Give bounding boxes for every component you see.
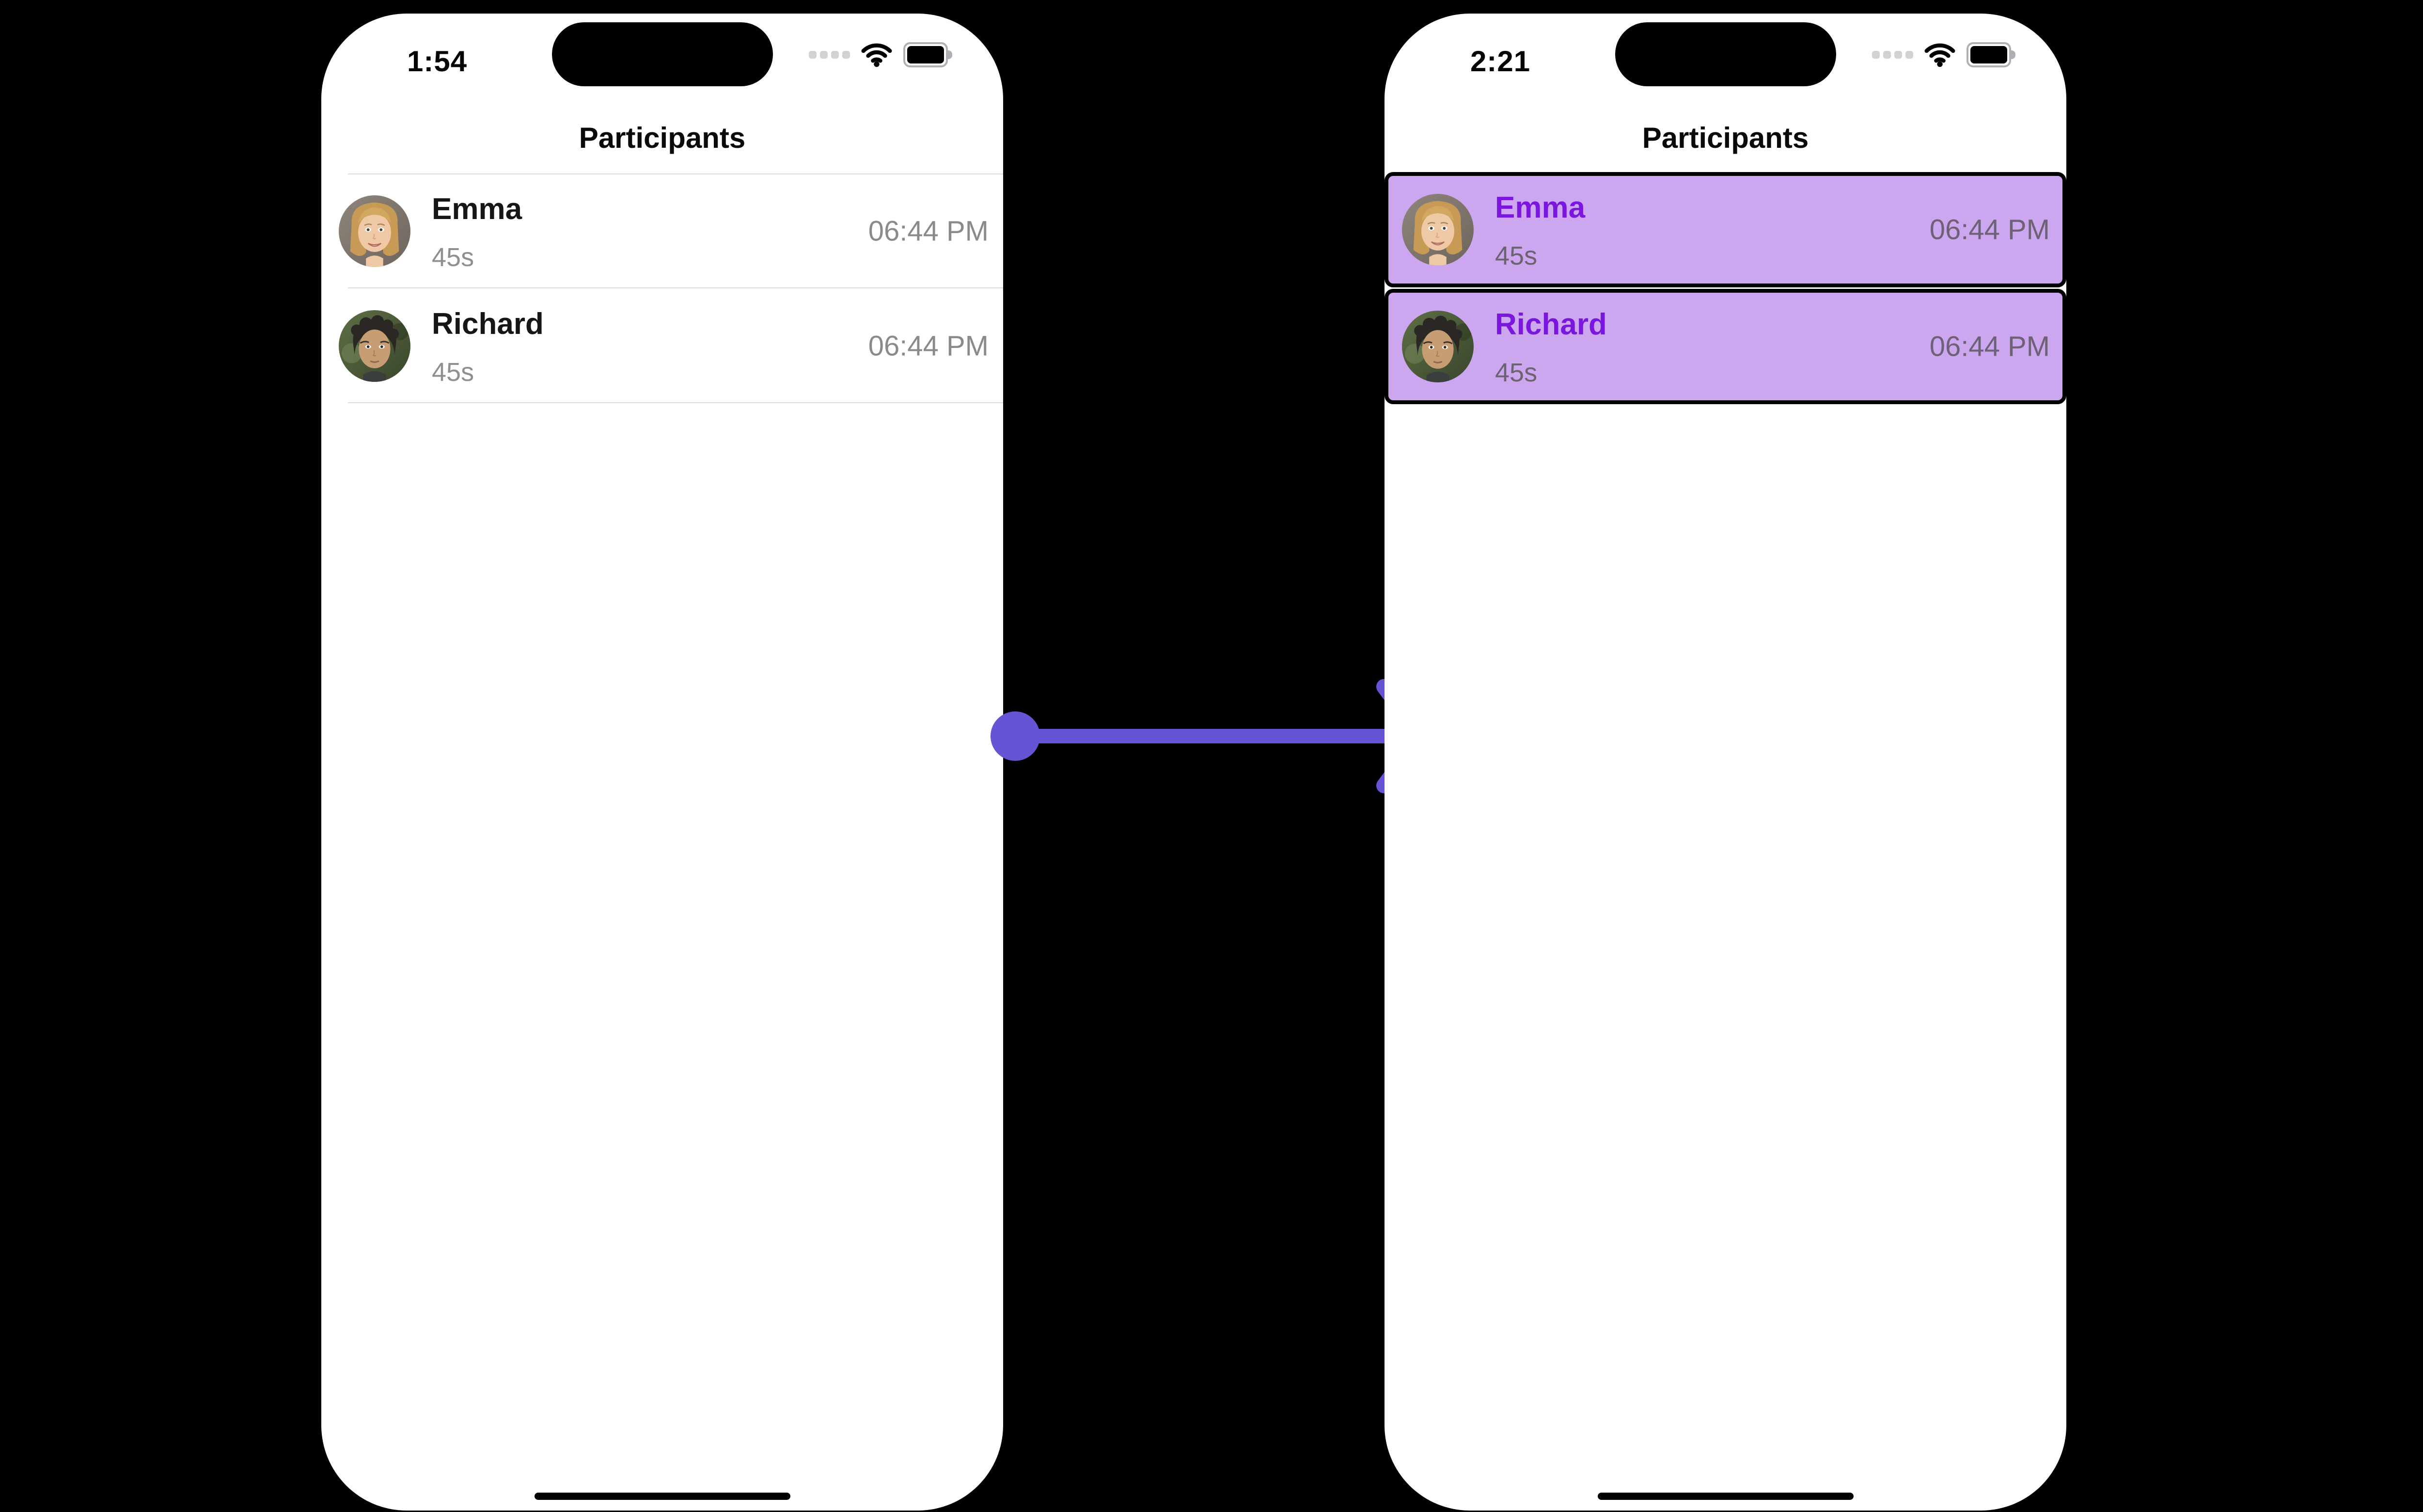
transition-arrow-icon — [991, 679, 1429, 793]
wifi-icon — [861, 43, 892, 67]
participant-row-selected[interactable]: Emma 45s 06:44 PM — [1385, 172, 2066, 287]
phone-before: 1:54 Participants — [321, 14, 1003, 1511]
participant-time: 06:44 PM — [868, 215, 989, 247]
participant-time: 06:44 PM — [1929, 331, 2050, 362]
participant-row[interactable]: Emma 45s 06:44 PM — [321, 173, 1003, 288]
participant-name: Emma — [1495, 191, 1586, 224]
participant-name: Emma — [432, 192, 522, 226]
participant-list: Emma 45s 06:44 PM — [1385, 172, 2066, 404]
richard-avatar — [1402, 311, 1474, 382]
participant-name: Richard — [432, 307, 544, 341]
cellular-signal-icon — [809, 51, 850, 59]
participant-row-selected[interactable]: Richard 45s 06:44 PM — [1385, 289, 2066, 404]
emma-avatar — [339, 195, 410, 267]
home-indicator[interactable] — [1597, 1493, 1854, 1500]
participant-time: 06:44 PM — [1929, 214, 2050, 246]
status-bar-icons — [809, 14, 955, 96]
page-title: Participants — [1642, 122, 1809, 154]
battery-icon — [1967, 42, 2015, 67]
participant-time: 06:44 PM — [868, 330, 989, 362]
page-title: Participants — [579, 122, 746, 154]
participant-row[interactable]: Richard 45s 06:44 PM — [321, 288, 1003, 403]
home-indicator[interactable] — [534, 1493, 790, 1500]
participant-duration: 45s — [432, 358, 474, 387]
wifi-icon — [1924, 43, 1955, 67]
emma-avatar — [1402, 194, 1474, 266]
phone-after: 2:21 Participants — [1385, 14, 2066, 1511]
cellular-signal-icon — [1872, 51, 1913, 59]
richard-avatar — [339, 310, 410, 382]
dynamic-island — [551, 22, 773, 86]
participant-duration: 45s — [432, 243, 474, 272]
status-time: 2:21 — [1470, 45, 1531, 78]
participant-name: Richard — [1495, 308, 1607, 341]
participant-list: Emma 45s 06:44 PM — [321, 173, 1003, 403]
status-time: 1:54 — [407, 45, 468, 78]
status-bar-icons — [1872, 14, 2018, 96]
participant-duration: 45s — [1495, 241, 1538, 270]
participant-duration: 45s — [1495, 358, 1538, 387]
battery-icon — [903, 42, 952, 67]
dynamic-island — [1615, 22, 1836, 86]
